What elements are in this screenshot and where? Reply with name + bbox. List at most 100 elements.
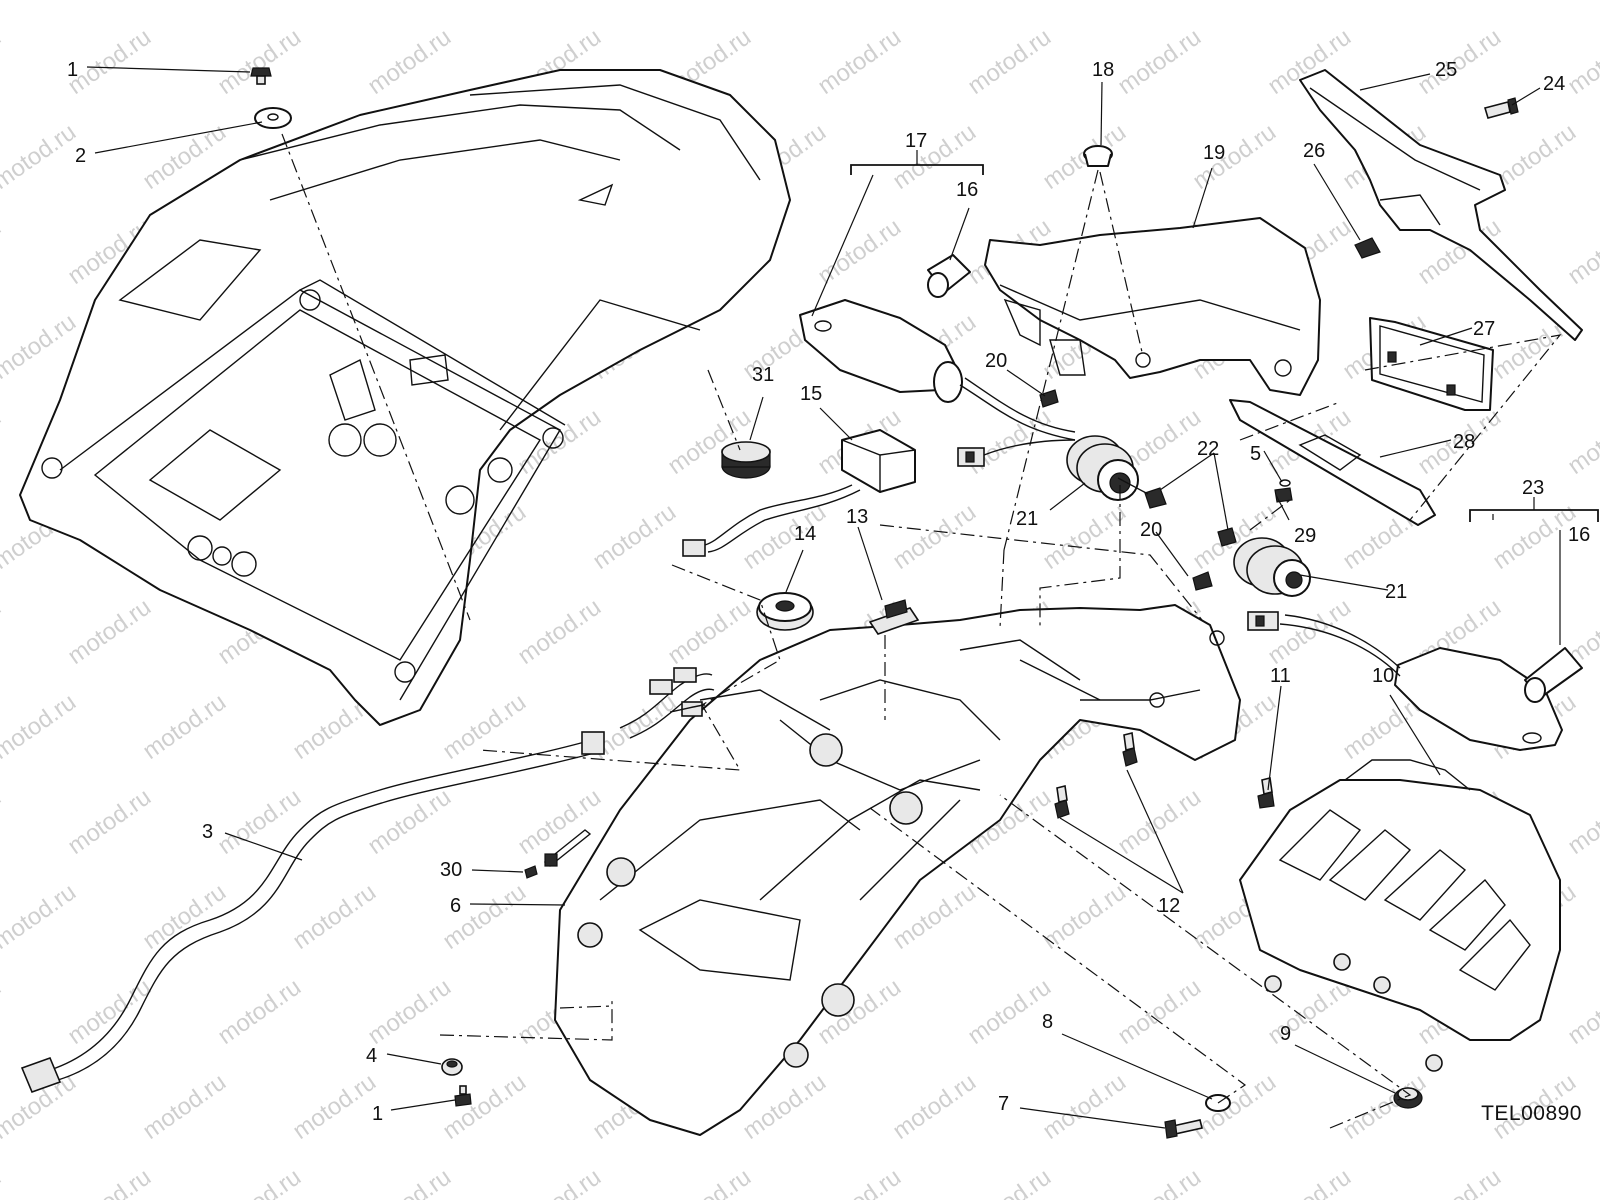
nut-9	[1393, 1087, 1423, 1109]
callout-18: 18	[1092, 59, 1114, 81]
watermark-text: motod.ru	[1563, 403, 1600, 479]
callout-3: 3	[202, 821, 213, 843]
watermark-text: motod.ru	[0, 403, 6, 479]
callout-26: 26	[1303, 140, 1325, 162]
watermark-text: motod.ru	[813, 23, 906, 99]
callout-2: 2	[75, 145, 86, 167]
callout-5: 5	[1250, 443, 1261, 465]
rubber-pad-31	[721, 441, 771, 479]
wiring-harness	[619, 667, 715, 739]
callout-23: 23	[1522, 477, 1544, 499]
leader-lines	[86, 66, 1561, 1129]
screw-5	[1279, 479, 1291, 487]
watermark-text: motod.ru	[588, 0, 681, 5]
callout-labels: 1 2 3 4 1 5 6 7 8 9 10 11 12 13 14 15 16…	[67, 59, 1590, 1125]
callout-1-bottom: 1	[372, 1103, 383, 1125]
watermark-text: motod.ru	[663, 1163, 756, 1200]
callout-4: 4	[366, 1045, 377, 1067]
watermark-text: motod.ru	[288, 1068, 381, 1144]
watermark-text: motod.ru	[1113, 973, 1206, 1049]
callout-31: 31	[752, 364, 774, 386]
watermark-text: motod.ru	[1038, 1068, 1131, 1144]
watermark-text: motod.ru	[588, 498, 681, 574]
callout-14: 14	[794, 523, 816, 545]
watermark-text: motod.ru	[0, 23, 6, 99]
watermark-text: motod.ru	[0, 783, 6, 859]
grommet-21-left	[1066, 435, 1139, 501]
screw-12-b	[1054, 785, 1070, 819]
watermark-text: motod.ru	[1263, 593, 1356, 669]
grommet-21-right	[1233, 537, 1311, 597]
washer-2	[254, 107, 292, 129]
watermark-text: motod.ru	[813, 213, 906, 289]
watermark-text: motod.ru	[1188, 1068, 1281, 1144]
watermark-text: motod.ru	[438, 1068, 531, 1144]
watermark-text: motod.ru	[63, 783, 156, 859]
bulb-16-left	[927, 254, 971, 298]
watermark-text: motod.ru	[1563, 973, 1600, 1049]
screw-11	[1257, 777, 1275, 809]
screw-12-a	[1122, 732, 1138, 767]
callout-6: 6	[450, 895, 461, 917]
screw-24	[1483, 97, 1519, 119]
plate-light-28	[1229, 399, 1436, 526]
callout-25: 25	[1435, 59, 1457, 81]
watermark-text: motod.ru	[1413, 1163, 1506, 1200]
watermark-text: motod.ru	[513, 593, 606, 669]
callout-9: 9	[1280, 1023, 1291, 1045]
turn-indicator-23	[1279, 614, 1563, 751]
cover-19	[984, 217, 1321, 396]
nut-29	[1274, 487, 1293, 503]
watermark-text: motod.ru	[1338, 0, 1431, 5]
callout-10: 10	[1372, 665, 1394, 687]
watermark-text: motod.ru	[513, 783, 606, 859]
watermark-text: motod.ru	[438, 0, 531, 5]
watermark-text: motod.ru	[813, 1163, 906, 1200]
callout-21-right: 21	[1385, 581, 1407, 603]
callout-27: 27	[1473, 318, 1495, 340]
watermark-text: motod.ru	[0, 593, 6, 669]
callout-11: 11	[1270, 665, 1291, 687]
connector-indicator-right	[1247, 611, 1279, 631]
callout-28: 28	[1453, 431, 1475, 453]
clip-20-lower	[1192, 571, 1213, 591]
watermark-text: motod.ru	[738, 0, 831, 5]
connector-indicator-left	[957, 439, 1076, 467]
callout-22: 22	[1197, 438, 1219, 460]
callout-15: 15	[800, 383, 822, 405]
diagram-code: TEL00890	[1481, 1102, 1582, 1125]
watermark-text: motod.ru	[213, 973, 306, 1049]
rear-mudguard-6	[554, 604, 1241, 1136]
watermark-text: motod.ru	[363, 1163, 456, 1200]
watermark-text: motod.ru	[0, 688, 81, 764]
watermark-text: motod.ru	[63, 973, 156, 1049]
cable-3	[20, 731, 605, 1094]
watermark-text: motod.ru	[1563, 783, 1600, 859]
tail-fairing	[19, 69, 791, 726]
callout-24: 24	[1543, 73, 1565, 95]
watermark-text: motod.ru	[888, 1068, 981, 1144]
callout-8: 8	[1042, 1011, 1053, 1033]
plate-holder-25	[1299, 69, 1583, 341]
watermark-text: motod.ru	[1188, 118, 1281, 194]
callout-16-right: 16	[1568, 524, 1590, 546]
watermark-text: motod.ru	[1338, 1068, 1431, 1144]
watermark-text: motod.ru	[0, 1163, 6, 1200]
watermark-text: motod.ru	[888, 498, 981, 574]
watermark-text: motod.ru	[0, 118, 81, 194]
watermark-text: motod.ru	[1113, 23, 1206, 99]
callout-12: 12	[1158, 895, 1180, 917]
clip-13	[868, 599, 920, 635]
watermark-text: motod.ru	[63, 1163, 156, 1200]
watermark-text: motod.ru	[1263, 1163, 1356, 1200]
watermark-text: motod.ru	[738, 498, 831, 574]
watermark-text: motod.ru	[213, 783, 306, 859]
callout-17: 17	[905, 130, 927, 152]
reflector-27	[1369, 317, 1494, 411]
screw-1-bottom	[454, 1085, 472, 1107]
watermark-text: motod.ru	[1038, 878, 1131, 954]
group-brackets	[850, 150, 1599, 522]
bolt-22-a	[1117, 477, 1167, 509]
callout-30: 30	[440, 859, 462, 881]
watermark-text: motod.ru	[0, 213, 6, 289]
